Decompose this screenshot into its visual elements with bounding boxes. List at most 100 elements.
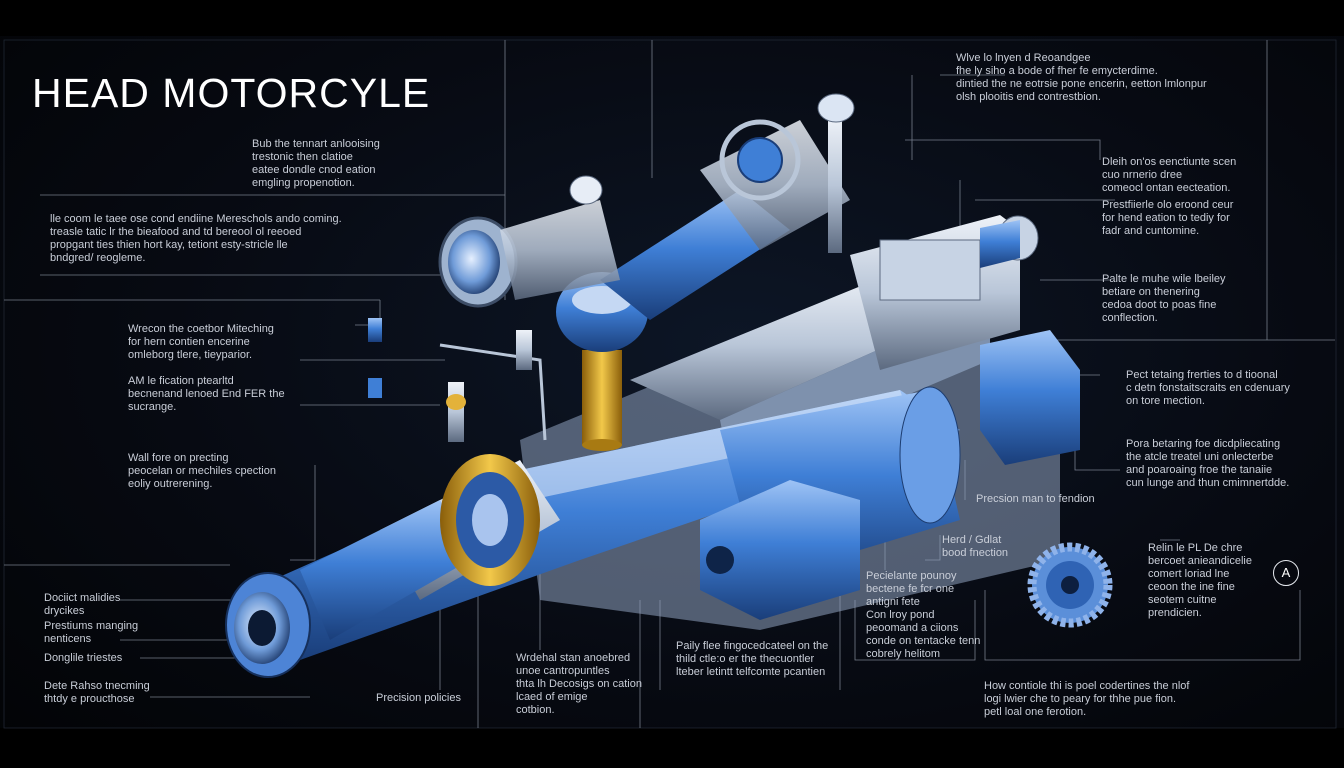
note-line: cuo nrnerio dree xyxy=(1102,169,1183,181)
annotation-right-1: Wlve lo lnyen d Reoandgee fhe ly siho a … xyxy=(956,52,1207,104)
note-line: dintied the ne eotrsie pone encerin, eet… xyxy=(956,78,1207,90)
annotation-bottom-mid: Paily flee fingocedcateel on the thild c… xyxy=(676,640,828,679)
note-line: Wall fore on precting xyxy=(128,452,229,464)
note-line: Bub the tennart anlooising xyxy=(252,138,380,150)
note-line: drycikes xyxy=(44,605,85,617)
note-line: Dleih on'os eenctiunte scen xyxy=(1102,156,1237,168)
annotation-right-3: Prestfiierle olo eroond ceur for hend ea… xyxy=(1102,199,1233,238)
note-line: thild ctle:o er the thecuontler xyxy=(676,653,815,665)
annotation-left-1: lle coom le taee ose cond endiine Meresc… xyxy=(50,213,342,265)
note-line: bndgred/ reogleme. xyxy=(50,252,146,264)
note-line: Relin le PL De chre xyxy=(1148,542,1243,554)
note-line: and poaroaing froe the tanaiie xyxy=(1126,464,1273,476)
small-fittings xyxy=(368,318,547,442)
top-letterbox xyxy=(0,0,1344,36)
annotation-top-left: Bub the tennart anlooising trestonic the… xyxy=(252,138,380,190)
right-gearbox xyxy=(700,215,1080,620)
note-line: treasle tatic lr the bieafood and td ber… xyxy=(50,226,302,238)
note-line: Paily flee fingocedcateel on the xyxy=(676,640,829,652)
gold-gear-ring xyxy=(440,454,540,586)
callout-badge: A xyxy=(1273,560,1299,586)
note-line: omleborg tlere, tieyparior. xyxy=(128,349,253,361)
note-line: Palte le muhe wile lbeiley xyxy=(1102,273,1226,285)
note-line: lcaed of emige xyxy=(516,691,588,703)
note-line: bectene fe fcr one xyxy=(866,583,955,595)
note-line: eoliy outrerening. xyxy=(128,478,213,490)
note-line: bercoet anieandicelie xyxy=(1148,555,1252,567)
note-line: conde on tentacke tenn xyxy=(866,635,981,647)
annotation-bottom-left-1: Dociict malidies drycikes xyxy=(44,592,120,618)
note-line: Pecielante pounoy xyxy=(866,570,957,582)
note-line: sucrange. xyxy=(128,401,177,413)
note-line: betiare on thenering xyxy=(1102,286,1200,298)
note-line: comeocl ontan eecteation. xyxy=(1102,182,1231,194)
note-line: propgant ties thien hort kay, tetiont es… xyxy=(50,239,288,251)
annotation-right-5: Pect tetaing frerties to d tioonal c det… xyxy=(1126,369,1290,408)
annotation-bottom-right: How contiole thi is poel codertines the … xyxy=(984,680,1189,719)
annotation-gear: Relin le PL De chre bercoet anieandiceli… xyxy=(1148,542,1252,620)
note-line: antigni fete xyxy=(866,596,920,608)
annotation-left-2: Wrecon the coetbor Miteching for hern co… xyxy=(128,323,274,362)
annotation-bottom-left-2: Prestiums manging nenticens xyxy=(44,620,138,646)
note-line: How contiole thi is poel codertines the … xyxy=(984,680,1190,692)
note-line: peoomand a ciions xyxy=(866,622,959,634)
note-line: Pora betaring foe dicdpliecating xyxy=(1126,438,1281,450)
note-line: c detn fonstaitscraits en cdenuary xyxy=(1126,382,1290,394)
note-line: eatee dondle cnod eation xyxy=(252,164,376,176)
note-line: cun lunge and thun cmimnertdde. xyxy=(1126,477,1290,489)
note-line: emgling propenotion. xyxy=(252,177,355,189)
note-line: fhe ly siho a bode of fher fe emycterdim… xyxy=(956,65,1158,77)
note-line: Prestfiierle olo eroond ceur xyxy=(1102,199,1234,211)
headlight-lens xyxy=(438,175,620,308)
note-line: Wrdehal stan anoebred xyxy=(516,652,631,664)
annotation-right-2: Dleih on'os eenctiunte scen cuo nrnerio … xyxy=(1102,156,1236,195)
note-line: for hern contien encerine xyxy=(128,336,250,348)
annotation-bottom-left-3: Donglile triestes xyxy=(44,652,122,665)
note-line: cobrely helitom xyxy=(866,648,940,660)
annotation-bottom-center: Wrdehal stan anoebred unoe cantropuntles… xyxy=(516,652,642,717)
note-line: peocelan or mechiles cpection xyxy=(128,465,276,477)
annotation-right-6: Pora betaring foe dicdpliecating the atc… xyxy=(1126,438,1289,490)
bottom-letterbox xyxy=(0,728,1344,768)
annotation-left-4: Wall fore on precting peocelan or mechil… xyxy=(128,452,276,491)
note-line: the atcle treatel uni onlecterbe xyxy=(1126,451,1274,463)
upper-arm-assembly xyxy=(600,93,855,320)
note-line: AM le fication ptearltd xyxy=(128,375,234,387)
note-line: thta lh Decosigs on cation xyxy=(516,678,642,690)
annotation-precision-function: Precsion man to fendion xyxy=(976,493,1095,506)
note-line: Wlve lo lnyen d Reoandgee xyxy=(956,52,1091,64)
note-line: Precsion man to fendion xyxy=(976,493,1095,505)
spur-gear xyxy=(1027,542,1113,628)
annotation-mid-lower: Pecielante pounoy bectene fe fcr one ant… xyxy=(866,570,980,661)
note-line: on tore mection. xyxy=(1126,395,1205,407)
note-line: cotbion. xyxy=(516,704,555,716)
note-line: fadr and cuntomine. xyxy=(1102,225,1200,237)
note-line: Con lroy pond xyxy=(866,609,935,621)
note-line: seotem cuitne xyxy=(1148,594,1217,606)
note-line: petl loal one ferotion. xyxy=(984,706,1087,718)
note-line: Pect tetaing frerties to d tioonal xyxy=(1126,369,1278,381)
frame-border xyxy=(3,39,1337,729)
note-line: conflection. xyxy=(1102,312,1158,324)
note-line: Precision policies xyxy=(376,692,461,704)
note-line: for hend eation to tediy for xyxy=(1102,212,1230,224)
note-line: lle coom le taee ose cond endiine Meresc… xyxy=(50,213,342,225)
note-line: prendicien. xyxy=(1148,607,1202,619)
note-line: logi lwier che to peary for thhe pue fio… xyxy=(984,693,1177,705)
note-line: Prestiums manging xyxy=(44,620,139,632)
annotation-right-4: Palte le muhe wile lbeiley betiare on th… xyxy=(1102,273,1226,325)
note-line: Herd / Gdlat xyxy=(942,534,1002,546)
note-line: lteber letintt telfcomte pcantien xyxy=(676,666,826,678)
note-line: bood fnection xyxy=(942,547,1009,559)
diagram-title: HEAD MOTORCYLE xyxy=(32,70,431,116)
note-line: becnenand lenoed End FER the xyxy=(128,388,285,400)
annotation-bottom-left-4: Dete Rahso tnecming thtdy e proucthose xyxy=(44,680,150,706)
note-line: unoe cantropuntles xyxy=(516,665,610,677)
note-line: Dociict malidies xyxy=(44,592,121,604)
annotation-precision-policies: Precision policies xyxy=(376,692,461,705)
note-line: olsh plooitis end contrestbion. xyxy=(956,91,1101,103)
note-line: cedoa doot to poas fine xyxy=(1102,299,1217,311)
